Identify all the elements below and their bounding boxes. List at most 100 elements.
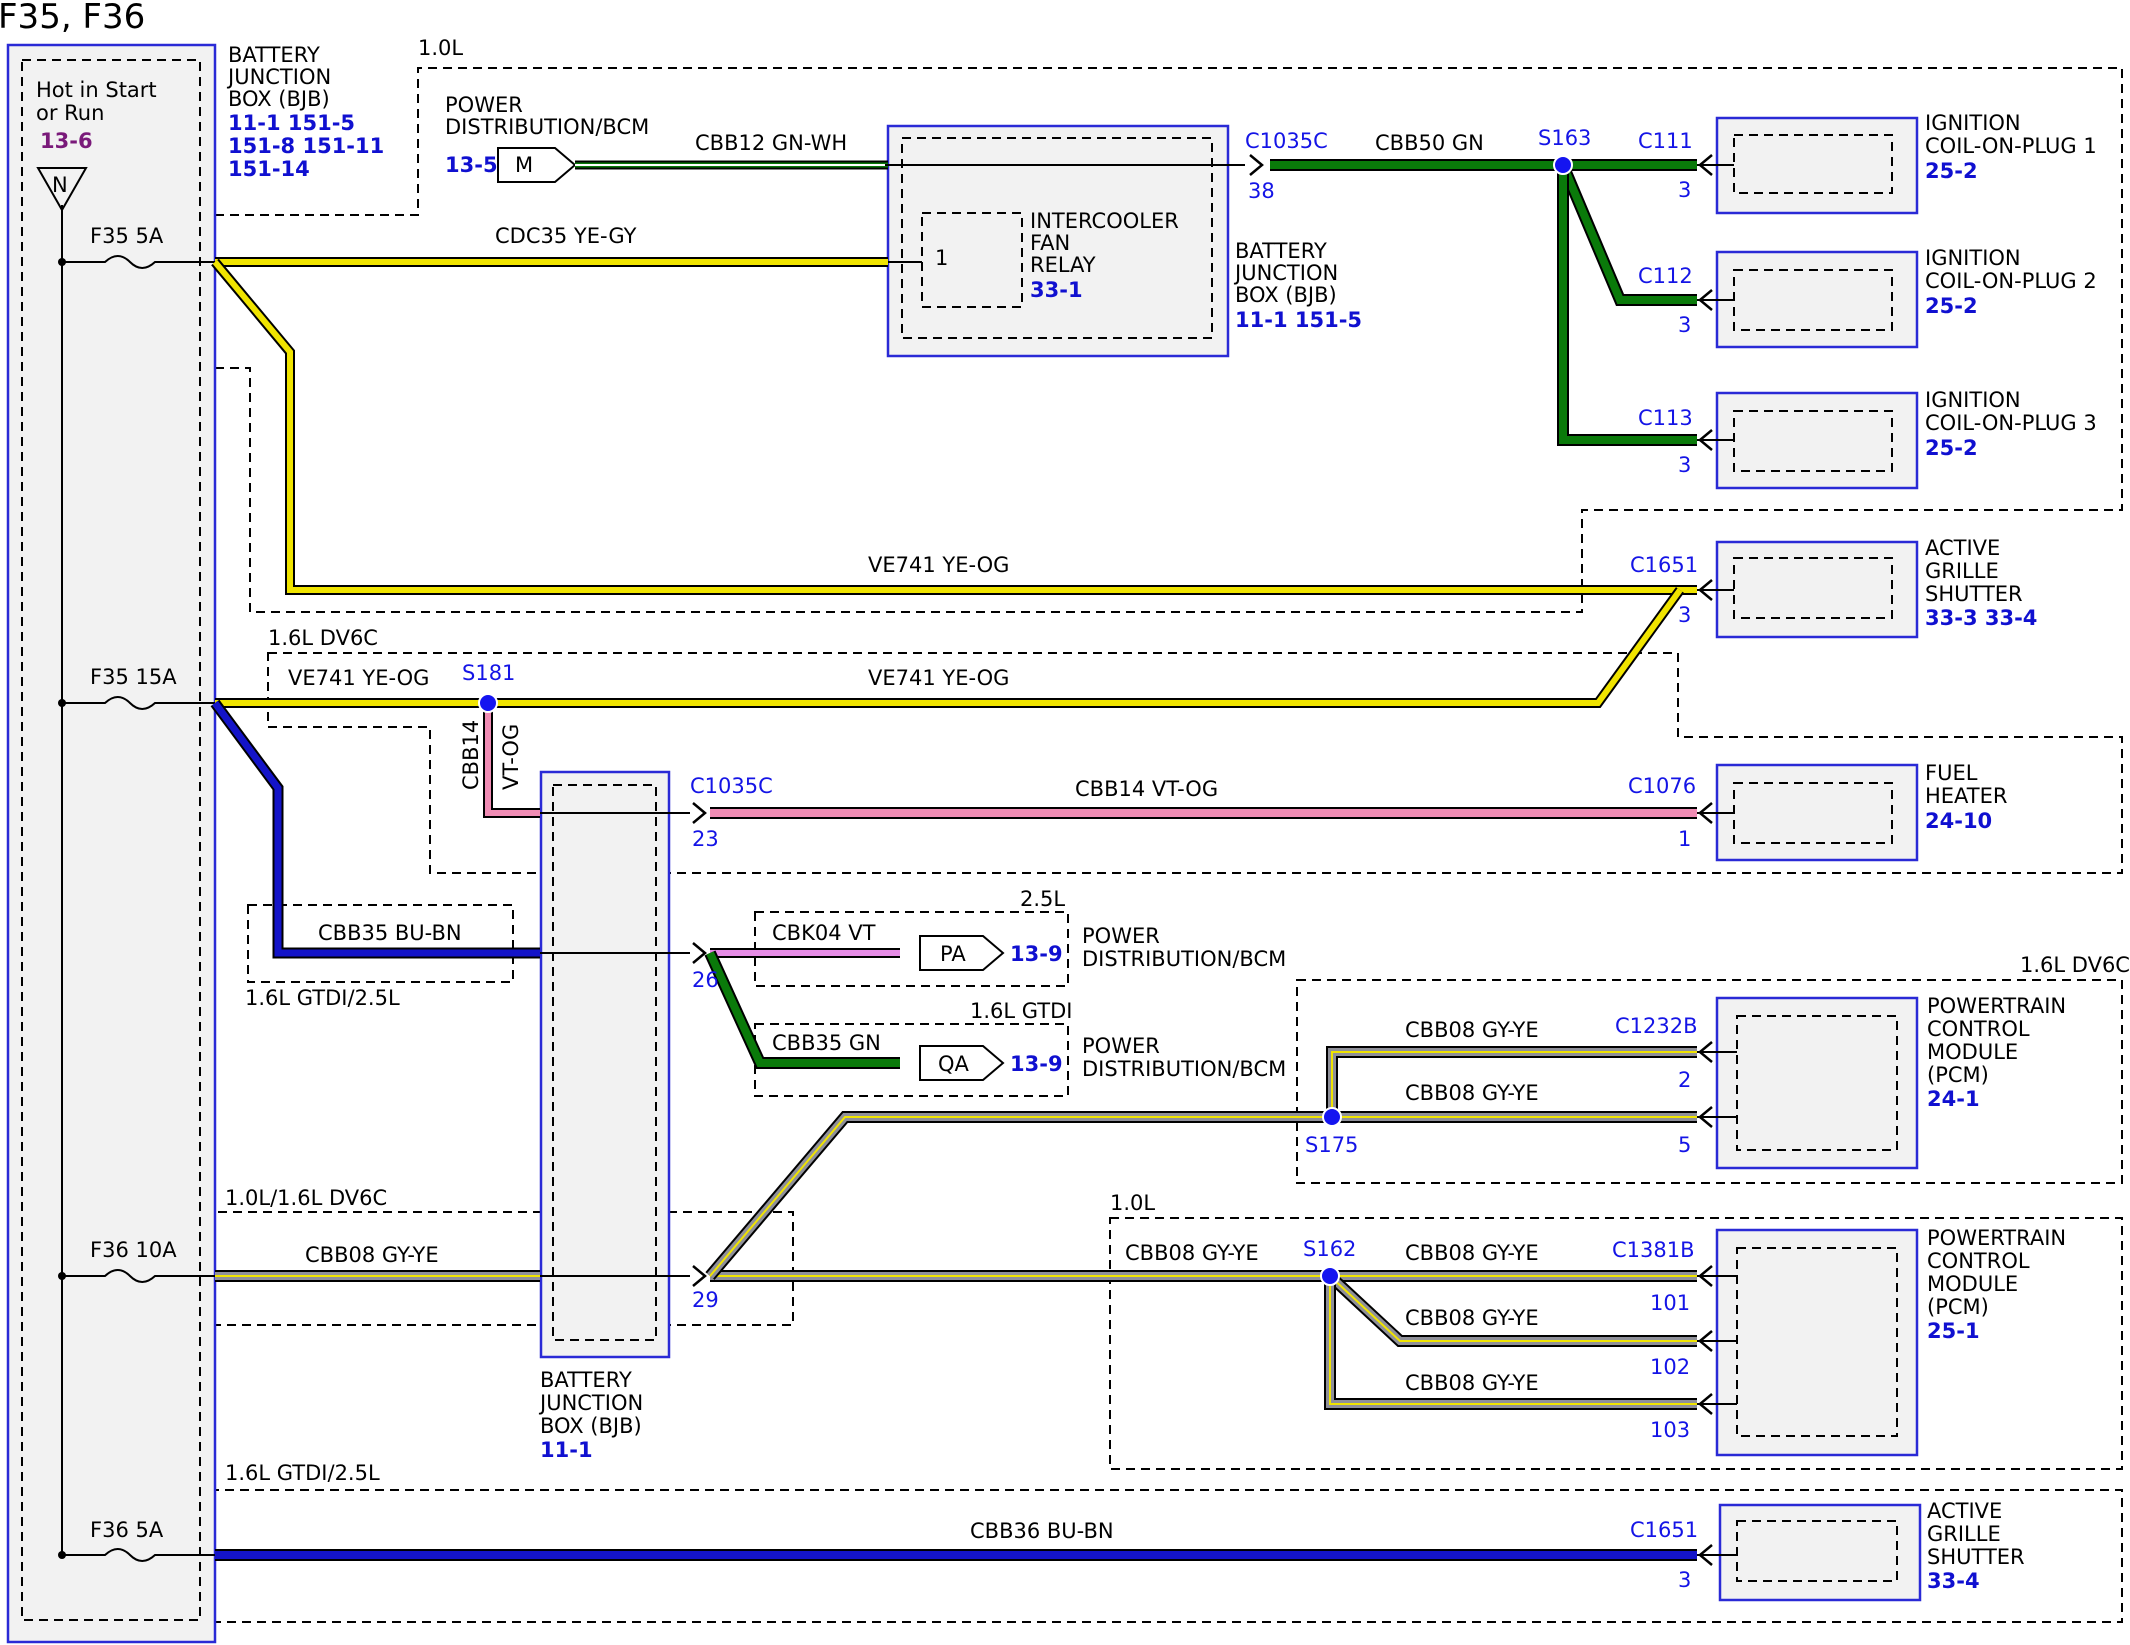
wire-ve741-a (212, 260, 1697, 593)
variant-gtdi-2-5l-b: 1.6L GTDI/2.5L (225, 1461, 380, 1485)
connector-c1651-a: C1651 (1630, 553, 1698, 577)
wire-label-cbb35-bu: CBB35 BU-BN (318, 921, 462, 945)
wire-label-cbb14: CBB14 VT-OG (1075, 777, 1218, 801)
bjb-mid-refs[interactable]: 11-1 151-5 (1235, 308, 1362, 332)
bjb-mid-label-1: BATTERY (1235, 239, 1327, 263)
bjb-bottom-label-3: BOX (BJB) (540, 1414, 642, 1438)
wire-label-cbk04: CBK04 VT (772, 921, 876, 945)
wire-cbb35-gn (706, 951, 900, 1067)
wire-label-ve741-c: VE741 YE-OG (868, 666, 1009, 690)
pcm2-label-2: CONTROL (1927, 1249, 2030, 1273)
variant-1-0l-1-6l-dv6c: 1.0L/1.6L DV6C (225, 1186, 387, 1210)
pcm2-label-1: POWERTRAIN (1927, 1226, 2066, 1250)
connector-c111: C111 (1638, 129, 1693, 153)
pd-top-label-2: DISTRIBUTION/BCM (445, 115, 649, 139)
connector-c1035c-top: C1035C (1245, 129, 1328, 153)
coil1-inner (1733, 134, 1893, 194)
arrow-c1076-icon (1698, 802, 1713, 824)
hot-label-1: Hot in Start (36, 78, 157, 102)
wire-cbb08-up-stripe (709, 1116, 1697, 1277)
pcm1-box (1715, 996, 1919, 1170)
grille1-label-3: SHUTTER (1925, 582, 2023, 606)
hot-triangle-icon (36, 167, 88, 213)
wire-label-cbb08-f: CBB08 GY-YE (1405, 1306, 1539, 1330)
wire-label-cbb08-c: CBB08 GY-YE (305, 1243, 439, 1267)
fuse-f35-5a (58, 255, 215, 269)
bjb-mid-label-2: JUNCTION (1233, 261, 1338, 285)
pin-3-grille1: 3 (1678, 603, 1691, 627)
hot-ref[interactable]: 13-6 (40, 129, 93, 153)
qa-connector-icon (919, 1045, 1005, 1081)
wire-cbb35-bu (212, 700, 540, 957)
wire-label-cbb08-d: CBB08 GY-YE (1125, 1241, 1259, 1265)
region-1-6l-dv6c-pcm (1296, 979, 2123, 1184)
grille2-label-2: GRILLE (1927, 1522, 2001, 1546)
wire-layer (210, 159, 1697, 1561)
bjb-mid-box (539, 770, 671, 1359)
wire-cbb08-f-stripe (1329, 1275, 1697, 1342)
wire-label-cbb08-b: CBB08 GY-YE (1405, 1081, 1539, 1105)
bjb-left-box (6, 43, 217, 1644)
variant-1-0l-pcm: 1.0L (1110, 1191, 1155, 1215)
splice-s181-label: S181 (462, 661, 515, 685)
arrow-c1232b-5-icon (1698, 1106, 1713, 1128)
grille1-label-1: ACTIVE (1925, 536, 2000, 560)
splice-s163-icon (1553, 155, 1573, 175)
pa-letter: PA (940, 942, 966, 966)
grille2-ref[interactable]: 33-4 (1927, 1569, 1980, 1593)
coil2-ref[interactable]: 25-2 (1925, 294, 1978, 318)
pa-ref[interactable]: 13-9 (1010, 942, 1063, 966)
wire-label-cbb08-g: CBB08 GY-YE (1405, 1371, 1539, 1395)
relay-box (921, 212, 1023, 308)
grille2-label-1: ACTIVE (1927, 1499, 2002, 1523)
wire-label-cbb14-v1: CBB14 (459, 720, 483, 790)
region-1-6l-dv6c-a (267, 652, 2123, 874)
pin-38: 38 (1248, 179, 1275, 203)
arrow-c113-icon (1698, 429, 1713, 451)
pd-top-ref[interactable]: 13-5 (445, 153, 498, 177)
relay-label-1: INTERCOOLER (1030, 209, 1179, 233)
variant-1-0l-top: 1.0L (418, 36, 463, 60)
arrow-c1035c-mid-icon (692, 802, 707, 824)
hot-letter: N (52, 173, 68, 197)
grille1-label-2: GRILLE (1925, 559, 1999, 583)
splice-s162-label: S162 (1303, 1237, 1356, 1261)
coil1-label-1: IGNITION (1925, 111, 2021, 135)
pd-top-letter: M (515, 153, 533, 177)
pin-3-coil3: 3 (1678, 453, 1691, 477)
pin-2: 2 (1678, 1068, 1691, 1092)
relay-ref[interactable]: 33-1 (1030, 278, 1083, 302)
arrow-c111-icon (1698, 154, 1713, 176)
wire-label-cdc35: CDC35 YE-GY (495, 224, 637, 248)
qa-ref[interactable]: 13-9 (1010, 1052, 1063, 1076)
coil1-ref[interactable]: 25-2 (1925, 159, 1978, 183)
bjb-left-ref-1[interactable]: 11-1 151-5 (228, 111, 355, 135)
pcm1-ref[interactable]: 24-1 (1927, 1087, 1980, 1111)
arrow-c1381b-102-icon (1698, 1330, 1713, 1352)
heater-ref[interactable]: 24-10 (1925, 809, 1992, 833)
pin-29: 29 (692, 1288, 719, 1312)
bjb-left-label-2: JUNCTION (226, 65, 331, 89)
qa-letter: QA (938, 1052, 970, 1076)
bjb-bottom-ref[interactable]: 11-1 (540, 1438, 593, 1462)
bjb-left-ref-2[interactable]: 151-8 151-11 (228, 134, 384, 158)
pin-1: 1 (1678, 827, 1691, 851)
grille1-ref[interactable]: 33-3 33-4 (1925, 606, 2037, 630)
coil3-ref[interactable]: 25-2 (1925, 436, 1978, 460)
diagram-title: F35, F36 (0, 0, 145, 37)
grille1-box (1715, 540, 1919, 639)
hot-label-2: or Run (36, 101, 104, 125)
pa-label-1: POWER (1082, 924, 1160, 948)
heater-label-2: HEATER (1925, 784, 2007, 808)
pin-26: 26 (692, 968, 719, 992)
wire-cbb14-drop (485, 703, 540, 816)
bjb-left-ref-3[interactable]: 151-14 (228, 157, 310, 181)
variant-1-6l-gtdi: 1.6L GTDI (970, 999, 1073, 1023)
pd-top-label-1: POWER (445, 93, 523, 117)
splice-s175-label: S175 (1305, 1133, 1358, 1157)
bjb-mid-inner (552, 784, 657, 1341)
fuse-f36-5a-label: F36 5A (90, 1518, 164, 1542)
pcm2-ref[interactable]: 25-1 (1927, 1319, 1980, 1343)
pa-connector-icon (919, 935, 1005, 971)
